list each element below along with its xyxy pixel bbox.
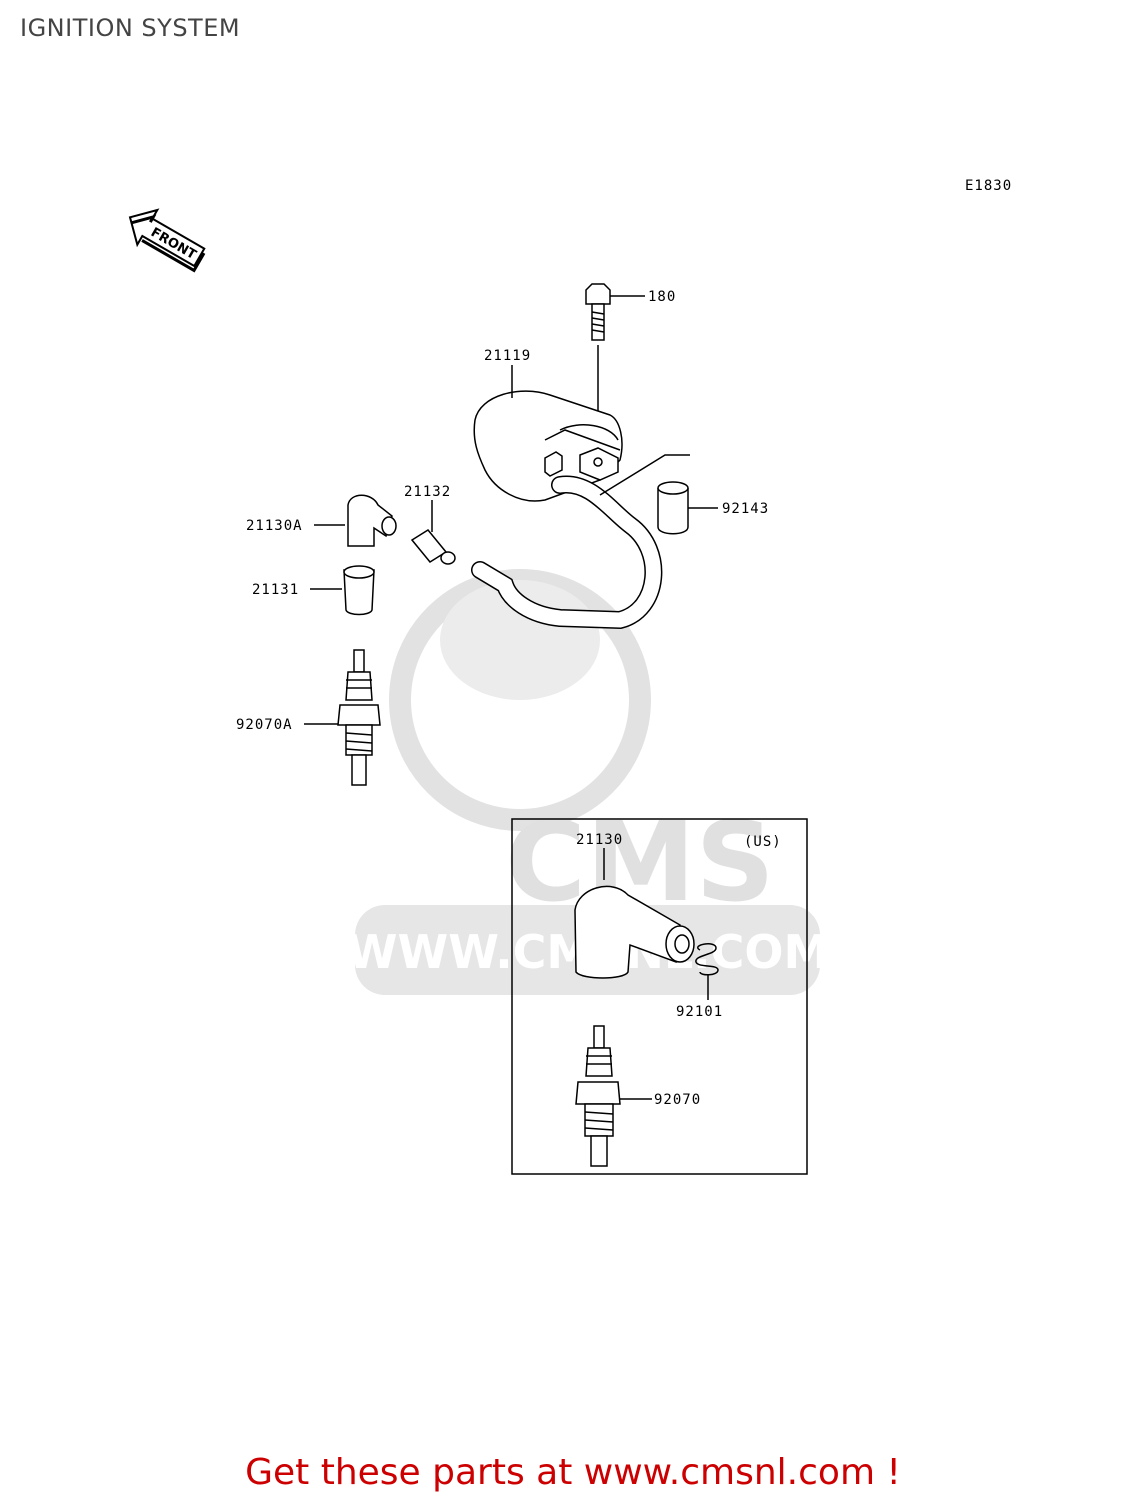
part-label-92143: 92143 (722, 501, 769, 517)
collar-92143 (657, 481, 718, 535)
ignition-coil-21119 (471, 365, 690, 630)
part-label-92070A: 92070A (236, 717, 293, 733)
us-variant-box (511, 818, 808, 1175)
part-label-21130A: 21130A (246, 518, 303, 534)
front-arrow-icon: FRONT (128, 208, 206, 273)
footer-cta: Get these parts at www.cmsnl.com ! (0, 1452, 1146, 1493)
page-title: IGNITION SYSTEM (20, 14, 241, 42)
footer-link[interactable]: Get these parts at www.cmsnl.com ! (245, 1452, 901, 1493)
part-label-92101: 92101 (676, 1004, 723, 1020)
plug-cap-21130A (314, 494, 397, 547)
spring-92101 (695, 943, 719, 1000)
seal-21131 (310, 565, 375, 616)
cap-21132 (410, 500, 456, 565)
part-label-21132: 21132 (404, 484, 451, 500)
bolt-180 (585, 283, 645, 455)
part-label-21119: 21119 (484, 348, 531, 364)
parts-diagram: CMS WWW.CMSNL.COM E1830 FRONT 180 21119 (128, 178, 1012, 1175)
part-label-180: 180 (648, 289, 676, 305)
spark-plug-92070A (304, 649, 381, 786)
spark-plug-92070 (575, 1025, 652, 1167)
diagram-code: E1830 (965, 178, 1012, 194)
part-label-21130: 21130 (576, 832, 623, 848)
part-label-21131: 21131 (252, 582, 299, 598)
part-label-92070: 92070 (654, 1092, 701, 1108)
plug-cap-21130 (574, 848, 695, 979)
us-region-label: (US) (744, 834, 782, 850)
